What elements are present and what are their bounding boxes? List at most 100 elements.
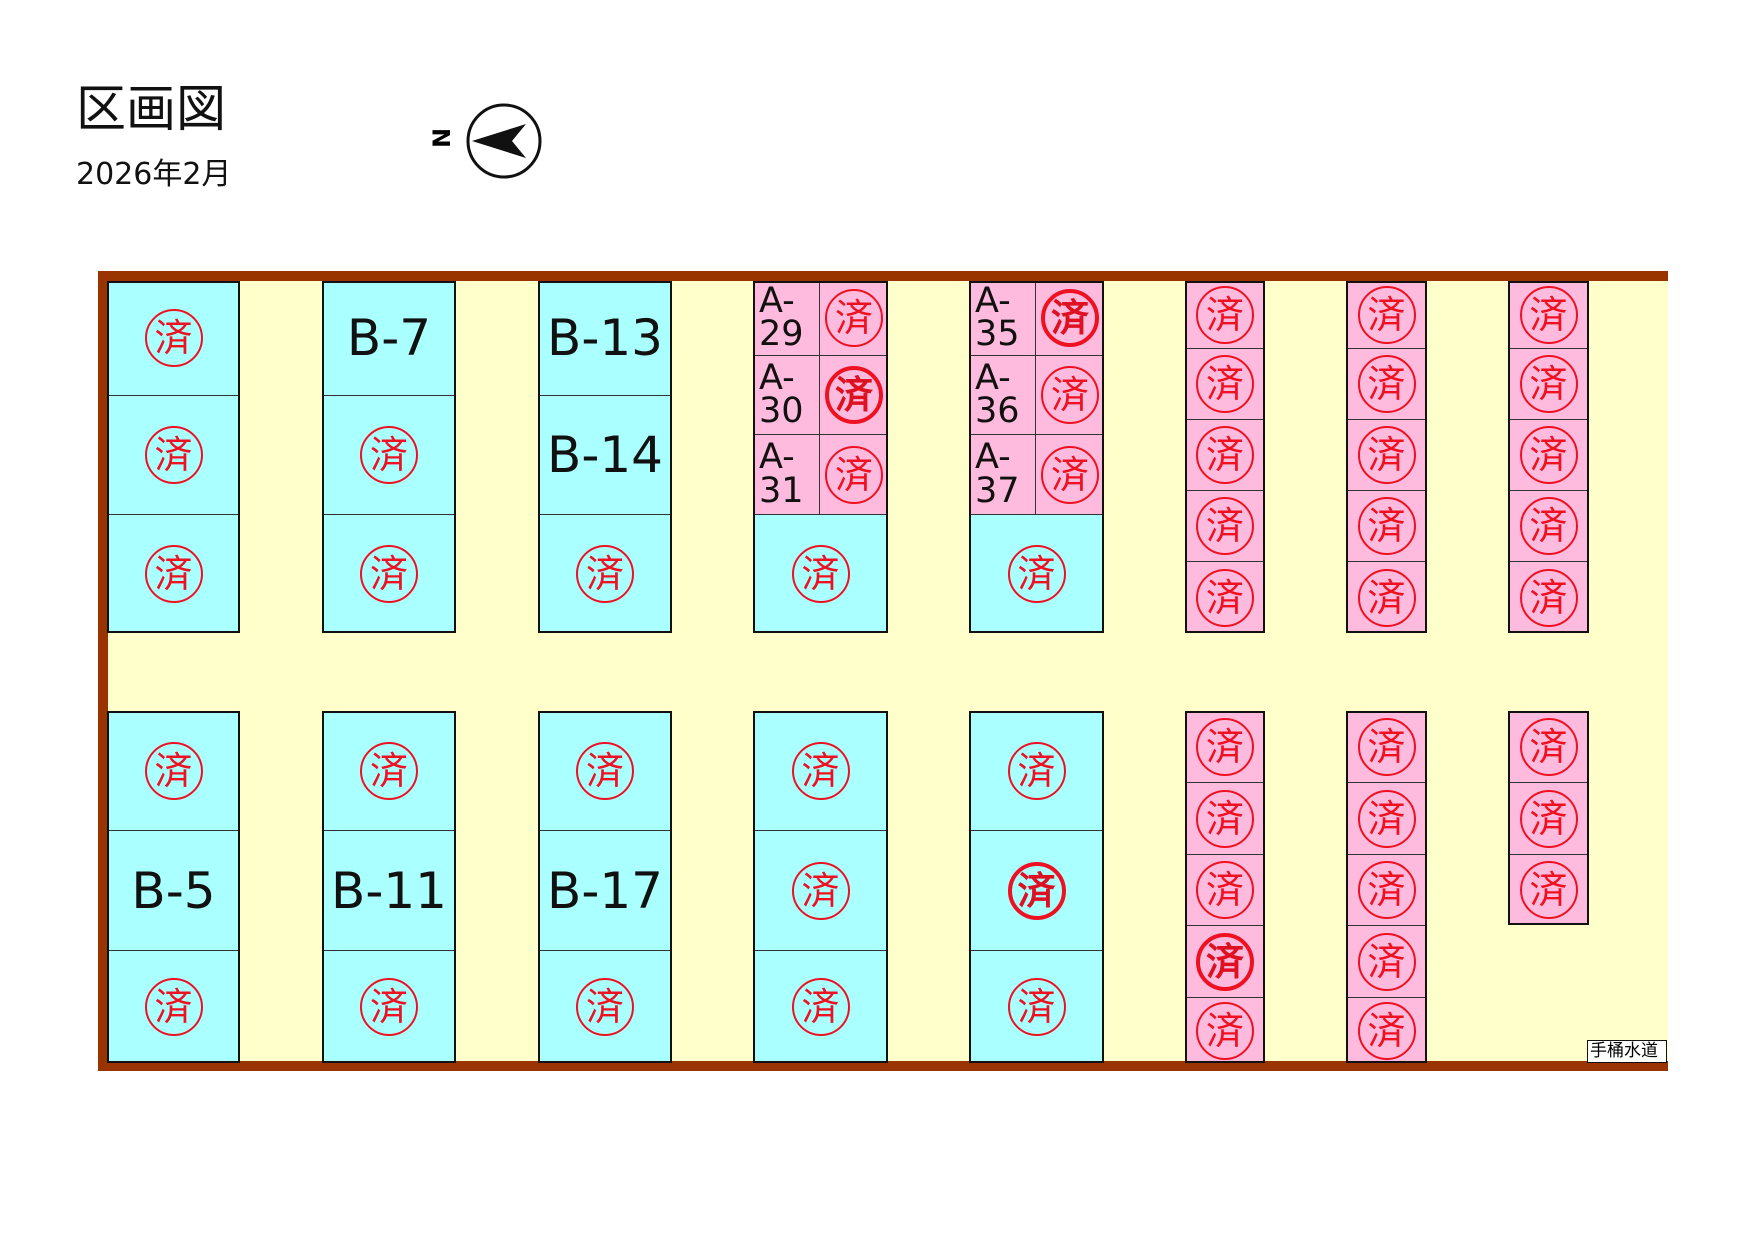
plot[interactable]: 済 bbox=[1185, 419, 1265, 490]
plot[interactable]: 済 bbox=[753, 830, 888, 950]
plot-status: 済 bbox=[1036, 355, 1104, 434]
plot-block-outline bbox=[969, 281, 1104, 633]
completed-stamp-icon: 済 bbox=[1519, 789, 1578, 848]
plot[interactable]: 済 bbox=[1346, 997, 1427, 1063]
completed-stamp-icon: 済 bbox=[1196, 861, 1254, 919]
plot[interactable]: 済 bbox=[1185, 561, 1265, 633]
plot-a-29[interactable]: A-29 bbox=[753, 281, 820, 355]
plot-number: B-13 bbox=[547, 309, 663, 367]
plot[interactable]: 済 bbox=[322, 711, 456, 830]
plot[interactable]: 済 bbox=[1346, 854, 1427, 925]
completed-stamp-icon: 済 bbox=[1519, 426, 1578, 484]
plot[interactable]: 済 bbox=[1508, 348, 1589, 419]
completed-stamp-icon: 済 bbox=[144, 426, 203, 484]
completed-stamp-icon: 済 bbox=[1519, 497, 1578, 555]
completed-stamp-icon: 済 bbox=[825, 289, 883, 347]
completed-stamp-icon: 済 bbox=[1007, 861, 1066, 920]
plot[interactable]: 済 bbox=[1346, 925, 1427, 997]
plot-number: B-14 bbox=[547, 426, 663, 484]
plot[interactable]: 済 bbox=[1346, 561, 1427, 633]
plot[interactable]: 済 bbox=[1185, 782, 1265, 854]
plot[interactable]: 済 bbox=[969, 830, 1104, 950]
completed-stamp-icon: 済 bbox=[1519, 568, 1578, 627]
plot[interactable]: 済 bbox=[1508, 490, 1589, 561]
plot[interactable]: 済 bbox=[753, 950, 888, 1063]
completed-stamp-icon: 済 bbox=[1357, 717, 1416, 776]
completed-stamp-icon: 済 bbox=[1357, 497, 1416, 555]
plot-status: 済 bbox=[1036, 281, 1104, 355]
plot[interactable]: 済 bbox=[107, 950, 240, 1063]
plot[interactable]: 済 bbox=[1185, 348, 1265, 419]
plot[interactable]: 済 bbox=[969, 950, 1104, 1063]
plot[interactable]: 済 bbox=[1508, 561, 1589, 633]
completed-stamp-icon: 済 bbox=[360, 978, 418, 1036]
plot[interactable]: 済 bbox=[538, 950, 672, 1063]
plot[interactable]: 済 bbox=[1346, 782, 1427, 854]
plot[interactable]: 済 bbox=[969, 711, 1104, 830]
plot-block-outline bbox=[753, 281, 888, 633]
plot[interactable]: 済 bbox=[1508, 711, 1589, 782]
plot[interactable]: 済 bbox=[1346, 711, 1427, 782]
north-arrow-icon bbox=[466, 103, 542, 179]
completed-stamp-icon: 済 bbox=[360, 741, 418, 800]
compass: N bbox=[428, 100, 550, 184]
plot-block-outline bbox=[1346, 281, 1427, 633]
plot[interactable]: 済 bbox=[1185, 711, 1265, 782]
plot-a-31[interactable]: A-31 bbox=[753, 434, 820, 514]
plot[interactable]: 済 bbox=[1346, 348, 1427, 419]
plot-b-13[interactable]: B-13 bbox=[538, 281, 672, 395]
plot-a-30[interactable]: A-30 bbox=[753, 355, 820, 434]
plot[interactable]: 済 bbox=[1508, 782, 1589, 854]
plot[interactable]: 済 bbox=[753, 514, 888, 633]
plot-number: A-31 bbox=[759, 437, 804, 511]
completed-stamp-icon: 済 bbox=[1196, 568, 1254, 627]
plot-number: A-30 bbox=[759, 357, 804, 431]
completed-stamp-icon: 済 bbox=[144, 545, 203, 603]
plot[interactable]: 済 bbox=[322, 950, 456, 1063]
completed-stamp-icon: 済 bbox=[1196, 285, 1254, 344]
plot-b-11[interactable]: B-11 bbox=[322, 830, 456, 950]
plot[interactable]: 済 bbox=[107, 711, 240, 830]
completed-stamp-icon: 済 bbox=[1357, 1001, 1416, 1060]
plot[interactable]: 済 bbox=[322, 514, 456, 633]
plot-b-14[interactable]: B-14 bbox=[538, 395, 672, 514]
plot[interactable]: 済 bbox=[1185, 490, 1265, 561]
plot[interactable]: 済 bbox=[1185, 997, 1265, 1063]
plot-a-35[interactable]: A-35 bbox=[969, 281, 1036, 355]
plot[interactable]: 済 bbox=[1508, 281, 1589, 348]
plot-b-5[interactable]: B-5 bbox=[107, 830, 240, 950]
plot[interactable]: 済 bbox=[107, 281, 240, 395]
plot[interactable]: 済 bbox=[538, 711, 672, 830]
plot-b-17[interactable]: B-17 bbox=[538, 830, 672, 950]
completed-stamp-icon: 済 bbox=[1357, 568, 1416, 627]
completed-stamp-icon: 済 bbox=[1041, 289, 1099, 347]
plot-a-37[interactable]: A-37 bbox=[969, 434, 1036, 514]
plot[interactable]: 済 bbox=[107, 514, 240, 633]
plot[interactable]: 済 bbox=[1185, 925, 1265, 997]
plot[interactable]: 済 bbox=[753, 711, 888, 830]
plot[interactable]: 済 bbox=[969, 514, 1104, 633]
plot-block-outline bbox=[1185, 711, 1265, 1063]
plot[interactable]: 済 bbox=[107, 395, 240, 514]
plot[interactable]: 済 bbox=[1346, 490, 1427, 561]
plot-b-7[interactable]: B-7 bbox=[322, 281, 456, 395]
completed-stamp-icon: 済 bbox=[144, 978, 203, 1036]
completed-stamp-icon: 済 bbox=[1357, 932, 1416, 991]
completed-stamp-icon: 済 bbox=[1041, 366, 1099, 424]
plot-number: A-29 bbox=[759, 280, 804, 354]
plot[interactable]: 済 bbox=[322, 395, 456, 514]
completed-stamp-icon: 済 bbox=[1357, 789, 1416, 848]
plot-a-36[interactable]: A-36 bbox=[969, 355, 1036, 434]
plot-number: B-17 bbox=[547, 861, 663, 920]
date-label: 2026年2月 bbox=[76, 157, 232, 192]
plot[interactable]: 済 bbox=[1508, 854, 1589, 925]
plot[interactable]: 済 bbox=[538, 514, 672, 633]
plot[interactable]: 済 bbox=[1508, 419, 1589, 490]
completed-stamp-icon: 済 bbox=[1357, 285, 1416, 344]
plot-status: 済 bbox=[1036, 434, 1104, 514]
plot-number: A-35 bbox=[975, 280, 1020, 354]
plot[interactable]: 済 bbox=[1346, 281, 1427, 348]
plot[interactable]: 済 bbox=[1185, 281, 1265, 348]
plot[interactable]: 済 bbox=[1185, 854, 1265, 925]
plot[interactable]: 済 bbox=[1346, 419, 1427, 490]
